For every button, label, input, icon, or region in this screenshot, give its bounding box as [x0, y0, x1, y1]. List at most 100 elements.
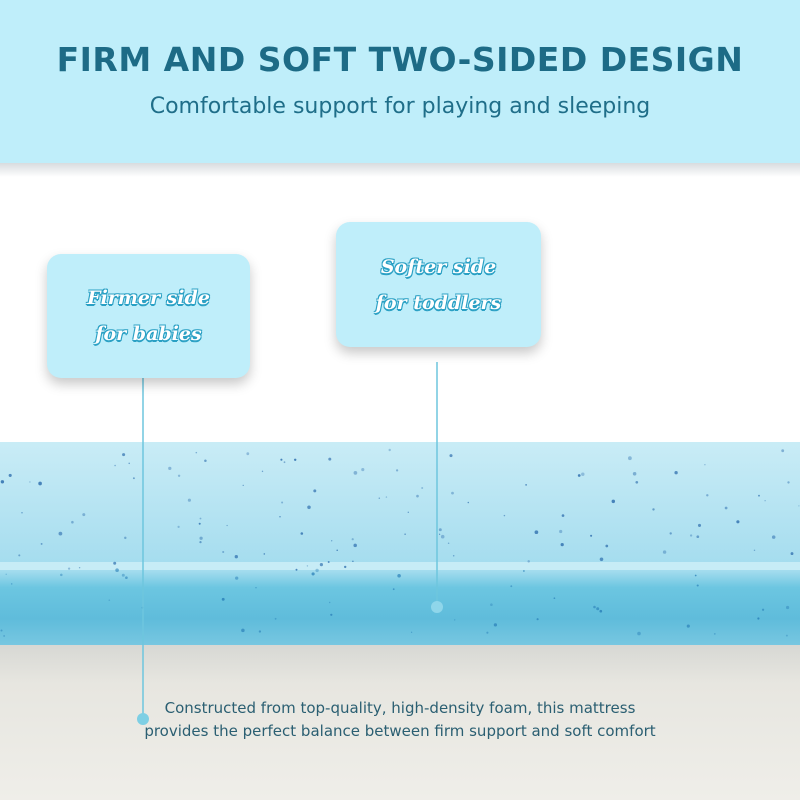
foam-speckle — [590, 534, 593, 537]
foam-speckle — [0, 629, 3, 632]
foam-speckle — [255, 587, 257, 589]
foam-speckle — [235, 576, 239, 580]
foam-speckle — [352, 560, 354, 563]
foam-speckle — [313, 489, 317, 493]
blue-layer-highlight — [0, 562, 800, 570]
foam-speckle — [198, 522, 201, 525]
foam-speckle — [280, 458, 283, 461]
foam-speckle — [662, 550, 667, 554]
foam-speckle — [195, 451, 198, 454]
foam-speckle — [637, 631, 641, 636]
foam-speckle — [10, 583, 13, 585]
foam-speckle — [124, 536, 127, 540]
foam-speckle — [5, 573, 7, 575]
foam-speckle — [331, 540, 333, 542]
foam-speckle — [410, 631, 413, 633]
foam-speckle — [336, 549, 338, 552]
foam-speckle — [596, 607, 600, 611]
foam-speckle — [300, 532, 304, 535]
foam-speckle — [686, 624, 690, 628]
foam-speckle — [241, 628, 245, 633]
foam-speckle — [274, 617, 277, 620]
foam-speckle — [361, 468, 365, 472]
foam-speckle — [523, 570, 525, 572]
foam-speckle — [29, 481, 31, 483]
foam-speckle — [0, 480, 5, 484]
foam-speckle — [447, 542, 450, 544]
foam-speckle — [689, 534, 693, 537]
foam-speckle — [392, 588, 395, 591]
foam-speckle — [177, 525, 180, 529]
foam-speckle — [632, 472, 637, 476]
foam-speckle — [404, 533, 406, 535]
foam-speckle — [628, 456, 632, 461]
foam-speckle — [560, 542, 564, 547]
foam-speckle — [279, 516, 281, 518]
firm-side-callout: Firmer side for babies — [47, 254, 250, 378]
foam-speckle — [798, 505, 800, 507]
foam-speckle — [736, 520, 740, 524]
foam-speckle — [121, 573, 125, 577]
foam-speckle — [451, 491, 454, 495]
soft-blue-foam-layer — [0, 442, 800, 650]
foam-speckle — [351, 538, 354, 541]
foam-speckle — [108, 599, 111, 602]
foam-speckle — [694, 574, 697, 577]
foam-speckle — [295, 568, 298, 571]
foam-speckle — [199, 536, 203, 540]
firm-callout-line2: for babies — [95, 323, 202, 345]
foam-speckle — [786, 605, 790, 610]
foam-speckle — [122, 453, 126, 457]
soft-callout-dot — [431, 601, 443, 613]
foam-speckle — [407, 511, 409, 513]
product-description: Constructed from top-quality, high-densi… — [120, 697, 680, 743]
foam-speckle — [593, 605, 596, 609]
foam-speckle — [486, 631, 489, 634]
foam-speckle — [697, 523, 702, 527]
foam-speckle — [58, 531, 63, 536]
firm-gray-foam-layer — [0, 645, 800, 800]
foam-speckle — [199, 540, 202, 544]
foam-speckle — [222, 550, 225, 554]
foam-speckle — [125, 576, 128, 580]
foam-speckles — [0, 448, 800, 637]
foam-speckle — [503, 514, 506, 517]
foam-speckle — [559, 529, 563, 534]
foam-speckle — [790, 552, 794, 556]
foam-speckle — [757, 617, 760, 620]
foam-speckle — [525, 484, 527, 486]
foam-speckle — [534, 530, 539, 535]
foam-speckle — [599, 609, 603, 613]
foam-speckle — [510, 585, 513, 588]
foam-speckle — [764, 500, 766, 502]
foam-speckle — [234, 555, 238, 559]
foam-speckle — [611, 499, 616, 504]
foam-speckle — [493, 623, 498, 627]
banner-subtitle: Comfortable support for playing and slee… — [149, 94, 651, 119]
foam-speckle — [713, 633, 716, 635]
foam-speckle — [21, 512, 23, 514]
foam-speckle — [319, 563, 323, 567]
foam-speckle — [553, 597, 556, 600]
foam-speckle — [344, 565, 347, 569]
foam-speckle — [132, 477, 135, 480]
foam-speckle — [221, 597, 225, 601]
foam-speckle — [490, 603, 493, 606]
foam-speckle — [781, 449, 785, 453]
foam-speckle — [669, 532, 672, 535]
foam-speckle — [674, 471, 678, 475]
foam-speckle — [40, 542, 43, 545]
soft-callout-line2: for toddlers — [375, 291, 502, 314]
foam-speckle — [536, 618, 539, 621]
foam-speckle — [306, 565, 309, 567]
soft-side-callout: Softer side for toddlers — [336, 222, 541, 347]
foam-speckle — [635, 480, 639, 484]
foam-speckle — [128, 462, 130, 465]
foam-speckle — [114, 464, 116, 467]
foam-speckle — [388, 448, 391, 452]
banner-shadow — [0, 163, 800, 177]
foam-speckle — [177, 474, 181, 477]
foam-speckle — [283, 461, 286, 464]
foam-speckle — [599, 557, 604, 562]
